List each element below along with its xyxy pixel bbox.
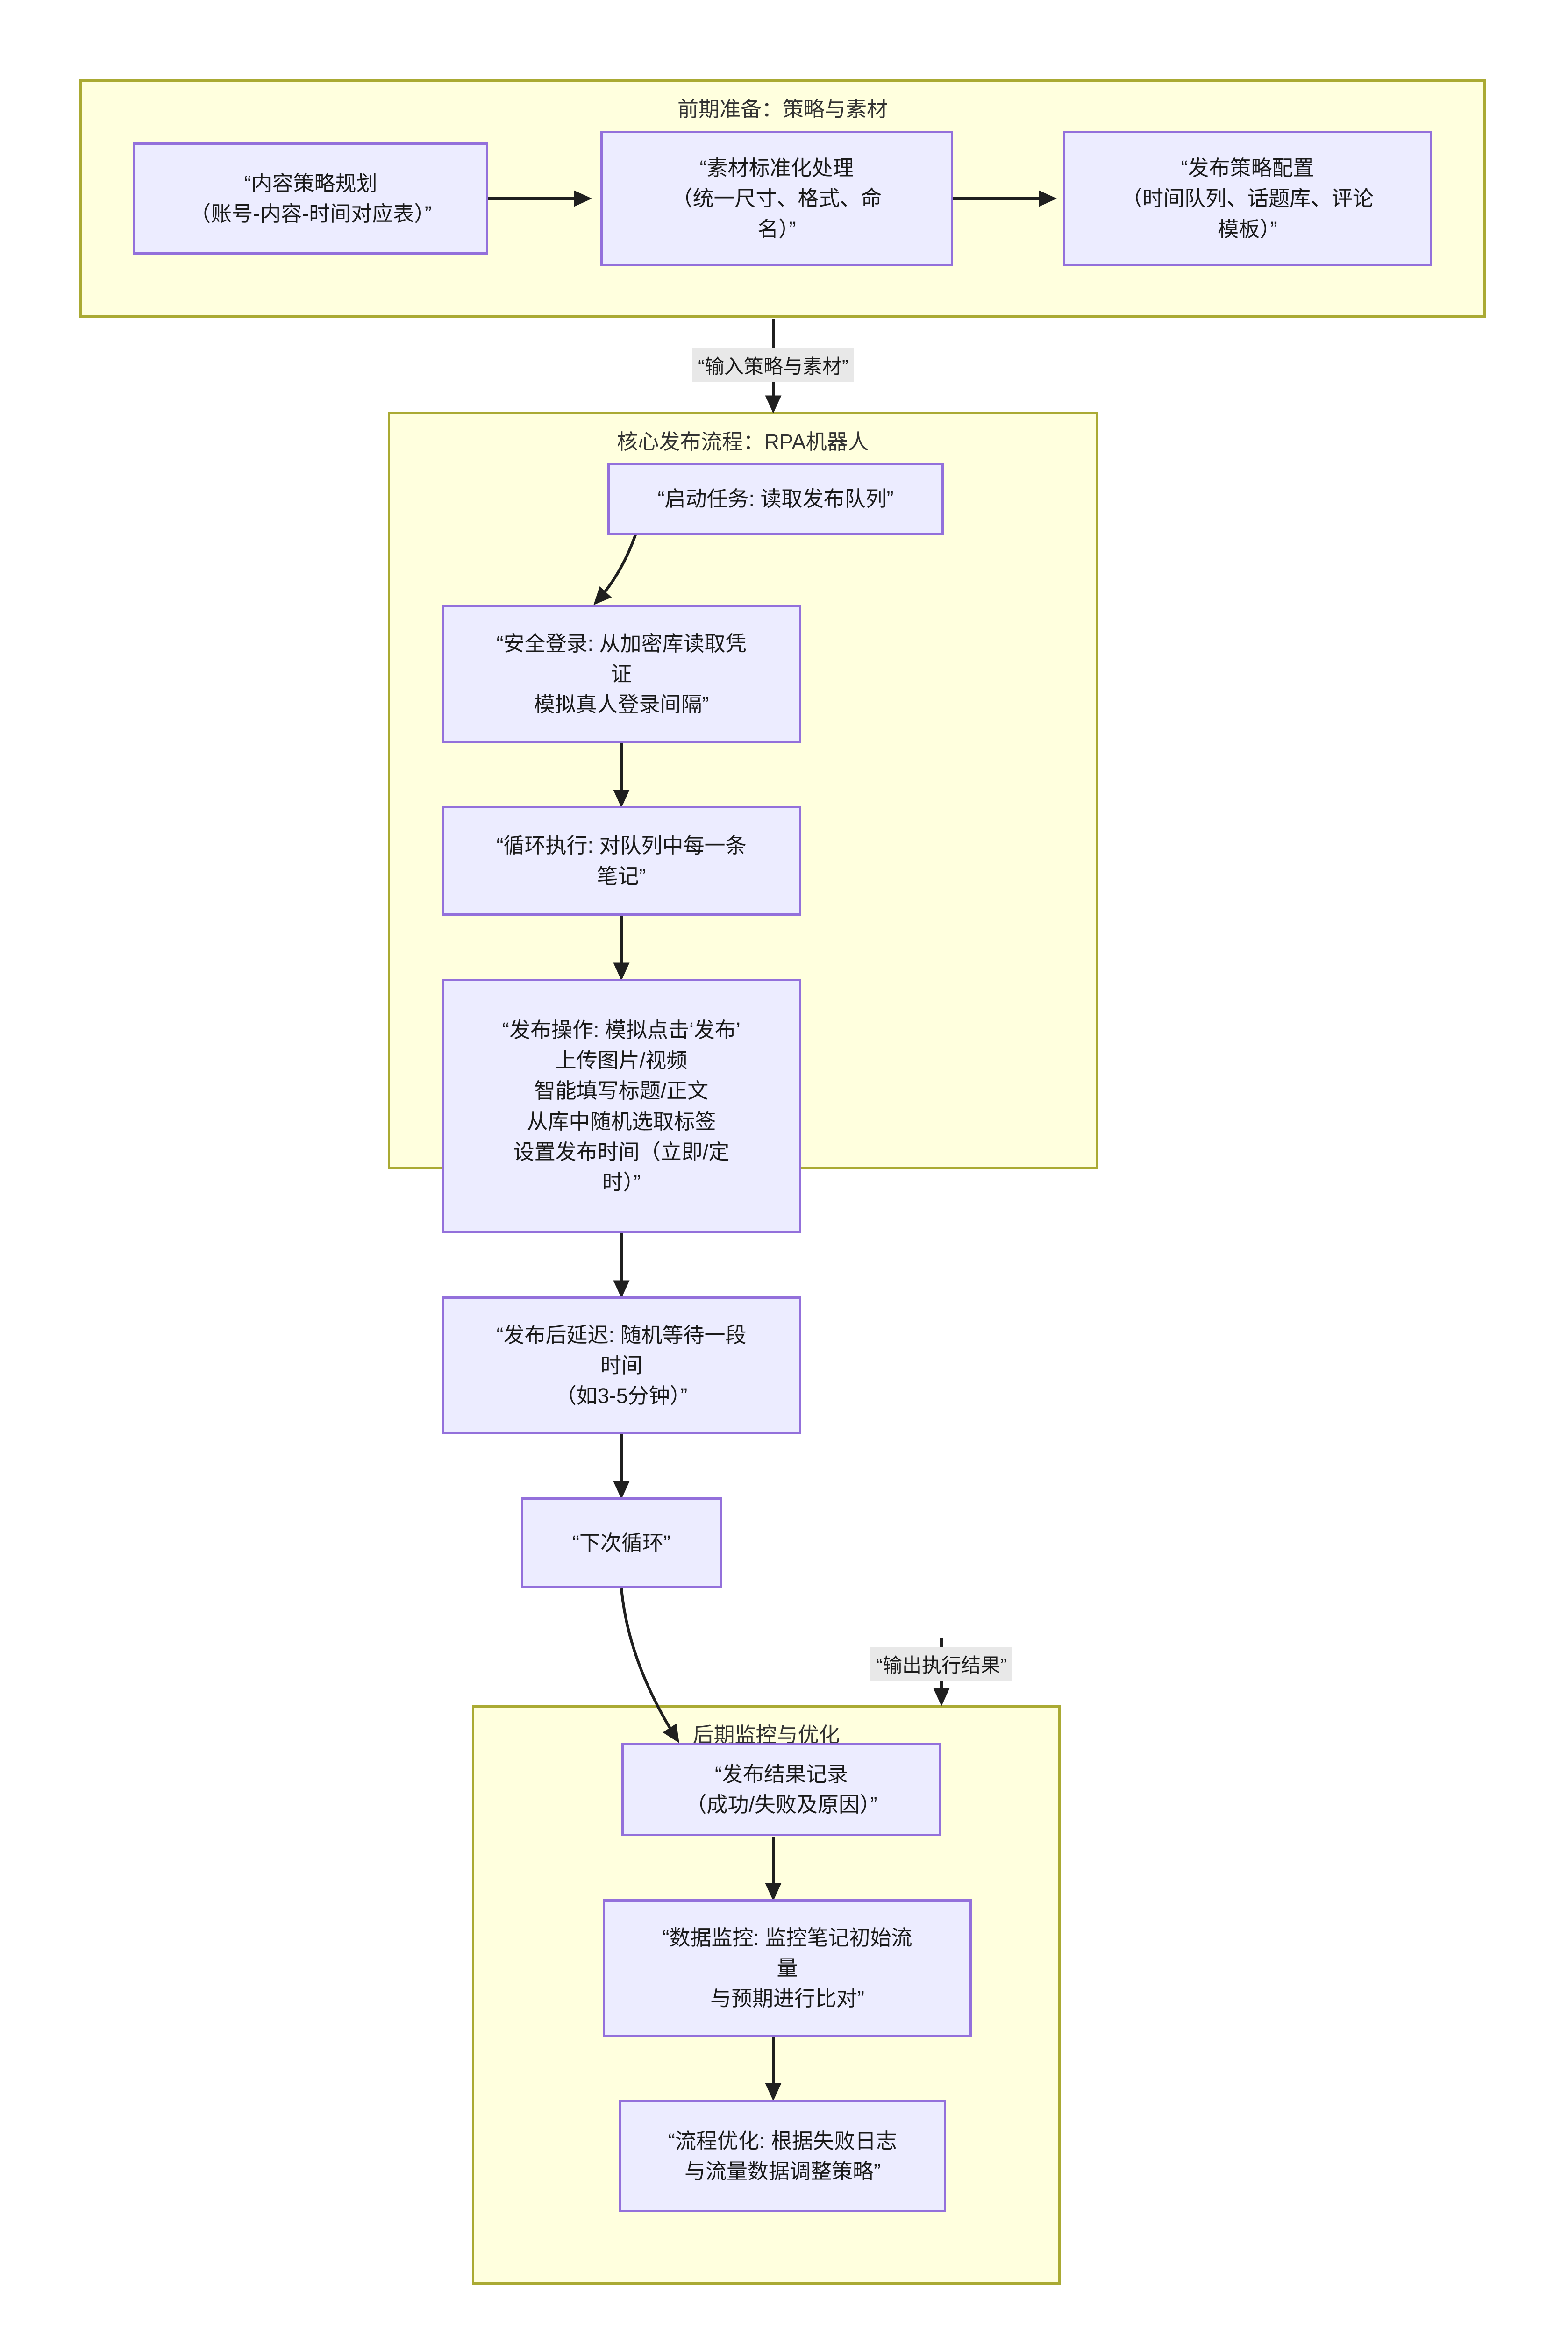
node-process-optimization[interactable]: “流程优化: 根据失败日志 与流量数据调整策略” bbox=[619, 2100, 946, 2212]
node-label: “发布操作: 模拟点击‘发布’ 上传图片/视频 智能填写标题/正文 从库中随机选… bbox=[502, 1018, 741, 1194]
node-loop-execute[interactable]: “循环执行: 对队列中每一条 笔记” bbox=[442, 806, 801, 916]
node-label: “下次循环” bbox=[572, 1531, 670, 1555]
subgraph-core-title: 核心发布流程：RPA机器人 bbox=[617, 430, 869, 454]
node-label: “安全登录: 从加密库读取凭 证 模拟真人登录间隔” bbox=[496, 631, 747, 717]
node-label: “素材标准化处理 （统一尺寸、格式、命 名）” bbox=[671, 156, 882, 241]
node-label: “循环执行: 对队列中每一条 笔记” bbox=[496, 833, 747, 888]
node-data-monitoring[interactable]: “数据监控: 监控笔记初始流 量 与预期进行比对” bbox=[603, 1899, 972, 2037]
edge-label-output: “输出执行结果” bbox=[870, 1647, 1012, 1681]
node-label: “启动任务: 读取发布队列” bbox=[657, 486, 894, 511]
node-label: “发布后延迟: 随机等待一段 时间 （如3-5分钟）” bbox=[496, 1323, 747, 1408]
node-label: “内容策略规划 （账号-内容-时间对应表）” bbox=[190, 171, 432, 226]
node-publish-operation[interactable]: “发布操作: 模拟点击‘发布’ 上传图片/视频 智能填写标题/正文 从库中随机选… bbox=[442, 979, 801, 1233]
node-start-task-read-queue[interactable]: “启动任务: 读取发布队列” bbox=[607, 463, 944, 535]
node-label: “流程优化: 根据失败日志 与流量数据调整策略” bbox=[668, 2129, 897, 2183]
edge-label-input: “输入策略与素材” bbox=[692, 348, 854, 382]
node-content-strategy-planning[interactable]: “内容策略规划 （账号-内容-时间对应表）” bbox=[133, 142, 488, 255]
node-label: “数据监控: 监控笔记初始流 量 与预期进行比对” bbox=[662, 1925, 912, 2011]
node-label: “发布结果记录 （成功/失败及原因）” bbox=[685, 1762, 877, 1816]
edge-label-output-text: “输出执行结果” bbox=[876, 1654, 1007, 1676]
node-post-publish-delay[interactable]: “发布后延迟: 随机等待一段 时间 （如3-5分钟）” bbox=[442, 1296, 801, 1434]
node-next-loop[interactable]: “下次循环” bbox=[521, 1497, 722, 1588]
subgraph-prep-title: 前期准备：策略与素材 bbox=[677, 97, 888, 121]
node-material-standardization[interactable]: “素材标准化处理 （统一尺寸、格式、命 名）” bbox=[600, 131, 953, 266]
node-secure-login[interactable]: “安全登录: 从加密库读取凭 证 模拟真人登录间隔” bbox=[442, 605, 801, 743]
node-publish-result-log[interactable]: “发布结果记录 （成功/失败及原因）” bbox=[621, 1743, 941, 1836]
node-label: “发布策略配置 （时间队列、话题库、评论 模板）” bbox=[1121, 156, 1374, 241]
edge-label-input-text: “输入策略与素材” bbox=[698, 356, 848, 377]
node-publish-strategy-config[interactable]: “发布策略配置 （时间队列、话题库、评论 模板）” bbox=[1063, 131, 1432, 266]
